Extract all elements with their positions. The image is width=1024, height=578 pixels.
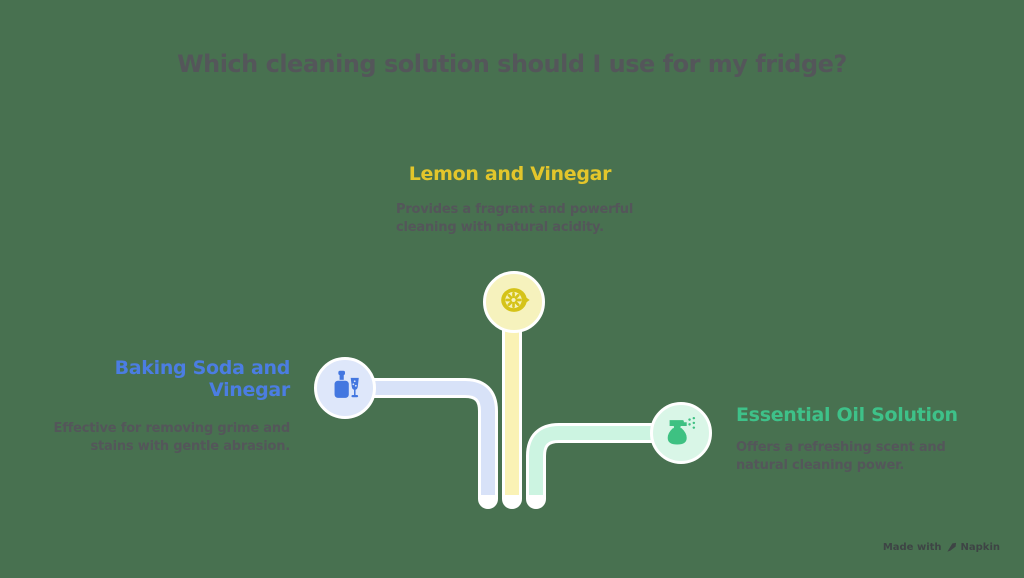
branch-heading-essential-oil-solution: Essential Oil Solution bbox=[736, 404, 958, 426]
pen-icon bbox=[946, 542, 957, 553]
branch-description-essential-oil-solution: Offers a refreshing scent and natural cl… bbox=[736, 440, 946, 474]
watermark-prefix: Made with bbox=[882, 542, 942, 553]
spray-bottle-icon bbox=[662, 412, 700, 454]
lemon-slice-icon bbox=[495, 281, 533, 323]
branch-description-lemon-and-vinegar: Provides a fragrant and powerful cleanin… bbox=[396, 202, 634, 236]
watermark-brand: Napkin bbox=[960, 542, 1000, 553]
watermark-made-with-napkin[interactable]: Made with Napkin bbox=[883, 542, 1000, 553]
page-title: Which cleaning solution should I use for… bbox=[177, 50, 847, 78]
essential-connector bbox=[529, 426, 681, 495]
bottle-and-glass-icon bbox=[326, 367, 364, 409]
branch-node-essential-oil-solution bbox=[650, 402, 712, 464]
baking-connector bbox=[345, 381, 495, 495]
branch-heading-lemon-and-vinegar: Lemon and Vinegar bbox=[408, 163, 612, 185]
branch-heading-baking-soda-and-vinegar: Baking Soda and Vinegar bbox=[114, 357, 291, 401]
branch-node-lemon-and-vinegar bbox=[483, 271, 545, 333]
branch-description-baking-soda-and-vinegar: Effective for removing grime and stains … bbox=[53, 421, 291, 455]
branch-node-baking-soda-and-vinegar bbox=[314, 357, 376, 419]
